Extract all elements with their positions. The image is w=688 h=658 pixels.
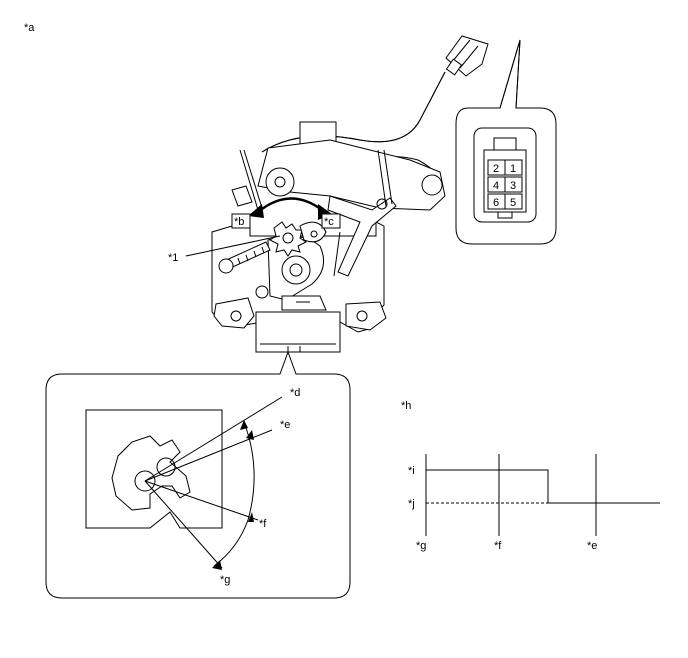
graph-title-h: *h	[401, 400, 411, 412]
graph-label-j: *j	[408, 498, 415, 510]
label-b: *b	[231, 213, 251, 229]
pin-3: 3	[510, 180, 516, 192]
connector-face: 2 1 4 3 6 5	[487, 159, 523, 210]
motor-assembly	[211, 35, 489, 353]
pin-5: 5	[510, 197, 516, 209]
graph-label-i: *i	[408, 465, 415, 477]
graph-label-g: *g	[416, 540, 426, 552]
graph-label-e: *e	[587, 540, 597, 552]
rotation-arrow	[248, 197, 332, 220]
signal-graph: *h *i *j *g *f *e	[401, 400, 660, 552]
pin-6: 6	[493, 197, 499, 209]
svg-text:*c: *c	[324, 216, 334, 228]
label-1: *1	[168, 252, 178, 264]
harness-plug	[445, 35, 489, 77]
label-f: *f	[259, 518, 267, 530]
pin-2: 2	[493, 163, 499, 175]
pin-1: 1	[510, 163, 516, 175]
svg-text:*b: *b	[234, 216, 244, 228]
label-1-leader	[185, 235, 281, 257]
graph-label-f: *f	[494, 540, 502, 552]
cam-gear	[269, 221, 307, 257]
label-d: *d	[290, 387, 300, 399]
label-c: *c	[321, 213, 341, 229]
label-e: *e	[280, 419, 290, 431]
cam-detail-callout	[45, 350, 351, 599]
graph-signal	[426, 469, 660, 504]
pin-4: 4	[493, 180, 499, 192]
connector-callout: 2 1 4 3 6 5	[455, 39, 557, 245]
label-a: *a	[24, 22, 35, 34]
label-g: *g	[220, 574, 230, 586]
